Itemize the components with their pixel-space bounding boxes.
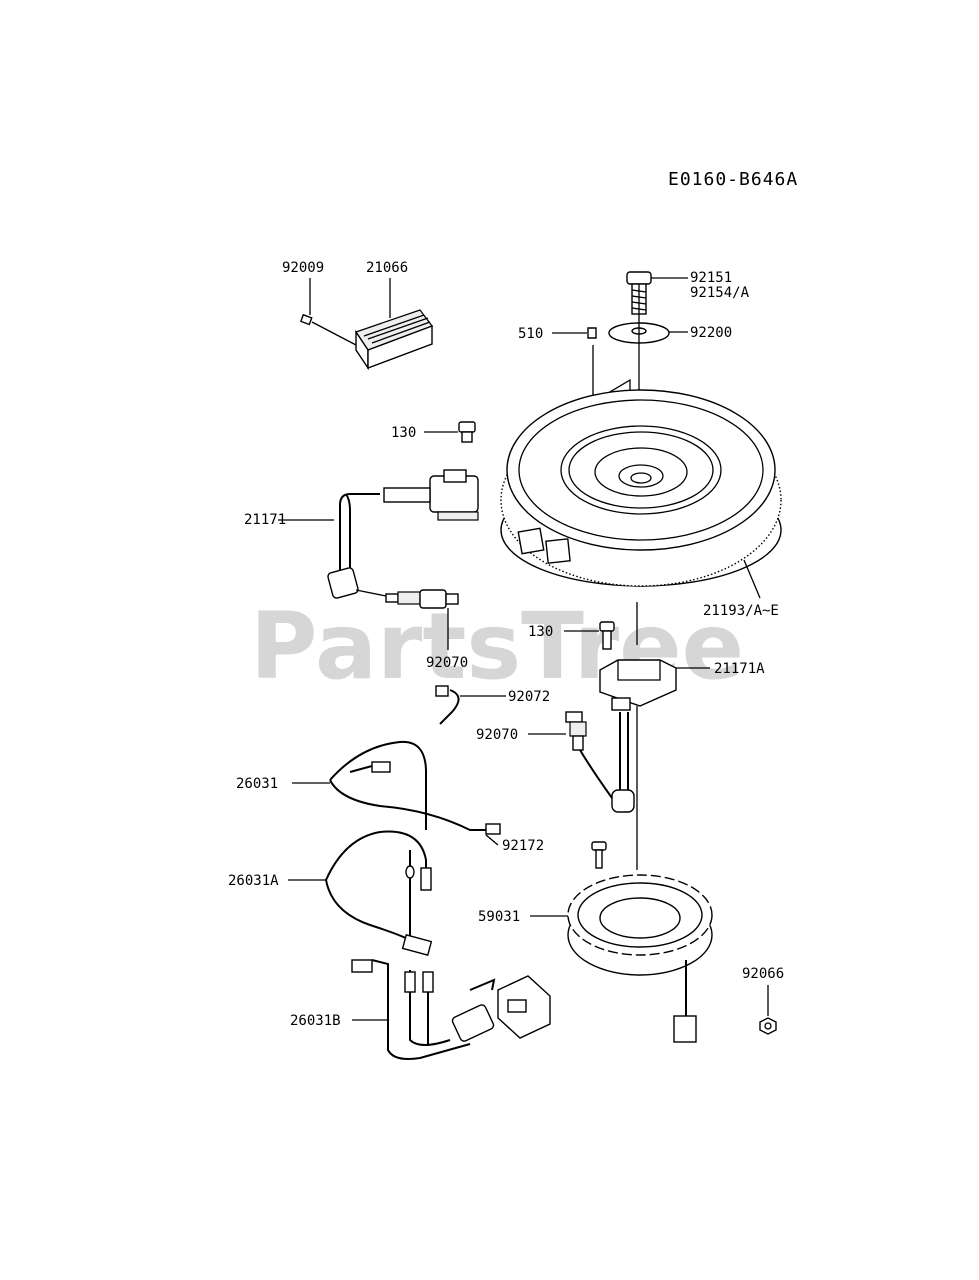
label-130-lower[interactable]: 130 [528,624,553,640]
stator-screw-part[interactable] [591,841,607,869]
flywheel-key-part[interactable] [587,327,597,339]
label-510[interactable]: 510 [518,326,543,342]
regulator-screw-part[interactable] [299,313,357,346]
label-21066[interactable]: 21066 [366,260,408,276]
regulator-part[interactable] [355,309,433,371]
harness-26031-part[interactable] [329,740,501,835]
spark-plug-part[interactable] [385,589,459,609]
label-92172[interactable]: 92172 [502,838,544,854]
label-92072[interactable]: 92072 [508,689,550,705]
label-21193[interactable]: 21193/A~E [703,603,779,619]
terminal-part[interactable] [435,685,460,725]
ignition-coil-part[interactable] [327,469,479,599]
flywheel-part[interactable] [500,389,782,587]
label-21171[interactable]: 21171 [244,512,286,528]
label-59031[interactable]: 59031 [478,909,520,925]
diagram-code: E0160-B646A [668,169,798,190]
harness-26031a-part[interactable] [325,830,433,956]
harness-26031b-part[interactable] [351,959,551,1060]
nut-part[interactable] [759,1017,777,1035]
label-92009[interactable]: 92009 [282,260,324,276]
label-130-upper[interactable]: 130 [391,425,416,441]
label-92154a[interactable]: 92154/A [690,285,750,301]
label-26031[interactable]: 26031 [236,776,278,792]
label-26031b[interactable]: 26031B [290,1013,341,1029]
label-92151[interactable]: 92151 [690,270,732,286]
pickup-coil-part[interactable] [599,659,677,711]
oil-switch-part[interactable] [565,711,613,799]
coil-bolt-part[interactable] [458,421,476,443]
flywheel-bolt-part[interactable] [626,271,652,315]
label-92066[interactable]: 92066 [742,966,784,982]
pickup-bolt-part[interactable] [599,621,615,650]
label-26031a[interactable]: 26031A [228,873,279,889]
label-92070-lower[interactable]: 92070 [476,727,518,743]
label-92070-upper[interactable]: 92070 [426,655,468,671]
label-92200[interactable]: 92200 [690,325,732,341]
label-21171a[interactable]: 21171A [714,661,765,677]
stator-part[interactable] [567,874,713,1043]
